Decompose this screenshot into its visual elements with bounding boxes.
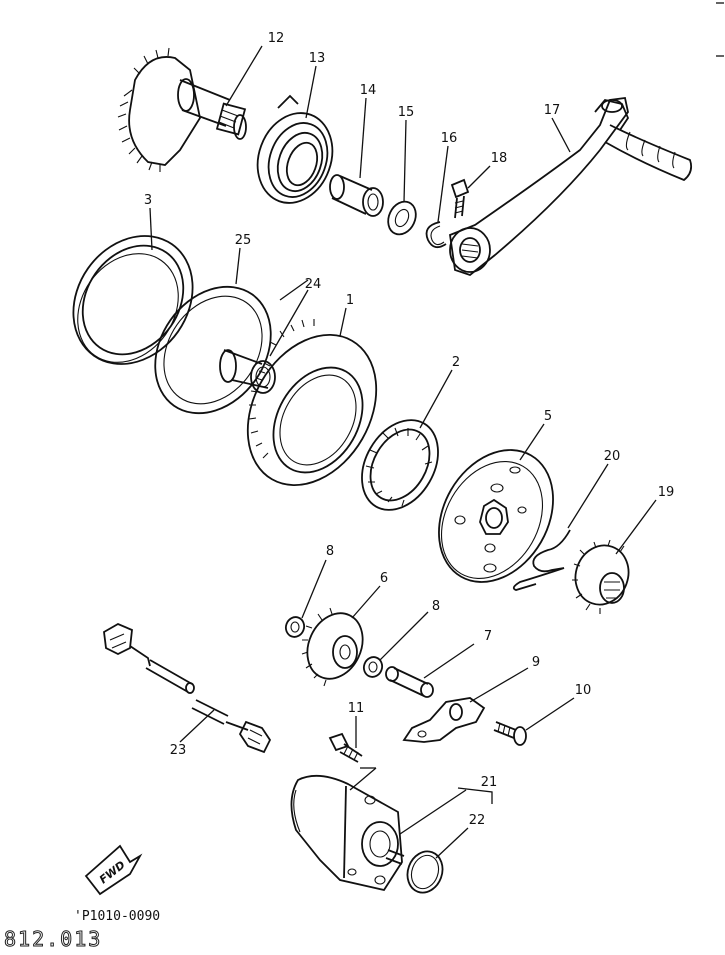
kick-axle-part xyxy=(117,47,247,172)
label-18: 18 xyxy=(491,151,508,166)
screw-10-part xyxy=(493,721,527,746)
footer-code: 812.013 xyxy=(4,927,102,951)
label-1: 1 xyxy=(346,293,354,308)
label-22: 22 xyxy=(469,813,486,828)
one-way-clutch-2-part xyxy=(361,419,439,511)
label-8-upper: 8 xyxy=(326,544,334,559)
label-24: 24 xyxy=(305,277,322,292)
label-2: 2 xyxy=(452,355,460,370)
washer-15-part xyxy=(387,200,417,236)
starter-motor-21-part xyxy=(290,774,405,892)
label-17: 17 xyxy=(544,103,561,118)
washer-8b-part xyxy=(362,656,384,678)
label-21: 21 xyxy=(481,775,498,790)
collar-24-part xyxy=(219,349,276,394)
label-20: 20 xyxy=(604,449,621,464)
clutch-housing-5-part xyxy=(438,449,554,583)
bolt-11-part xyxy=(328,732,363,763)
bolt-18-part xyxy=(450,178,470,219)
label-25: 25 xyxy=(235,233,252,248)
label-23: 23 xyxy=(170,743,187,758)
label-6: 6 xyxy=(380,571,388,586)
label-3: 3 xyxy=(144,193,152,208)
label-11: 11 xyxy=(348,701,365,716)
shaft-7-part xyxy=(385,666,434,698)
drawing-code: 'P1010-0090 xyxy=(74,909,160,924)
ring-3-part xyxy=(72,235,194,365)
label-16: 16 xyxy=(441,131,458,146)
kick-crank-part xyxy=(449,96,693,277)
o-ring-22-part xyxy=(406,850,444,894)
fwd-arrow-icon xyxy=(84,844,143,896)
plate-25-part xyxy=(154,285,272,415)
spring-clip-20-part xyxy=(512,529,571,591)
bushing-part xyxy=(329,174,384,217)
label-19: 19 xyxy=(658,485,675,500)
washer-8a-part xyxy=(284,616,306,638)
idle-gear-6-part xyxy=(301,607,364,687)
part-number-labels: 12 13 14 15 16 18 17 3 25 24 1 2 5 20 19… xyxy=(144,31,674,828)
pinion-gear-19-part xyxy=(572,539,630,614)
ring-gear-1-part xyxy=(246,319,378,487)
label-12: 12 xyxy=(268,31,285,46)
label-5: 5 xyxy=(544,409,552,424)
label-14: 14 xyxy=(360,83,377,98)
label-10: 10 xyxy=(575,683,592,698)
label-13: 13 xyxy=(309,51,326,66)
leader-lines xyxy=(149,45,657,859)
circlip-16-part xyxy=(425,221,447,249)
bracket-9-part xyxy=(402,697,486,743)
label-7: 7 xyxy=(484,629,492,644)
wire-harness-23-part xyxy=(103,622,272,754)
label-15: 15 xyxy=(398,105,415,120)
label-9: 9 xyxy=(532,655,540,670)
kick-spring-part xyxy=(256,94,334,204)
label-8-lower: 8 xyxy=(432,599,440,614)
